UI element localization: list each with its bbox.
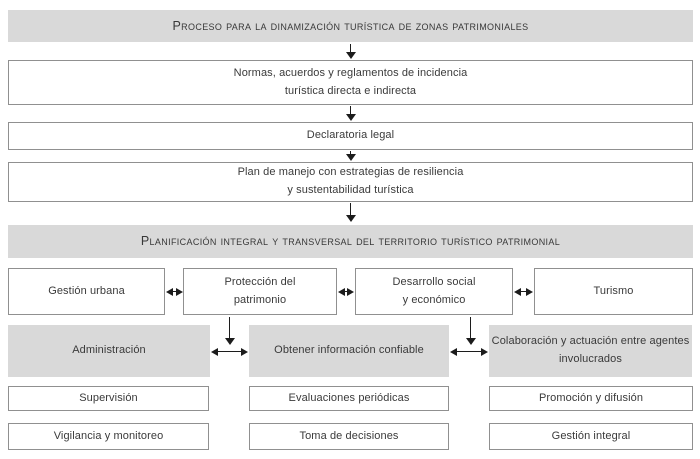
- down-arrow: [345, 44, 356, 59]
- management-informacion-confiable: Obtener información confiable: [249, 325, 449, 377]
- action-gestion-integral: Gestión integral: [489, 423, 693, 450]
- arrow-line: [350, 106, 351, 115]
- arrow-line: [350, 203, 351, 216]
- arrow-head-icon: [345, 114, 356, 121]
- pillar-turismo: Turismo: [534, 268, 693, 315]
- planning-header: Planificación integral y transversal del…: [8, 225, 693, 258]
- arrow-head-right-icon: [481, 347, 488, 356]
- normas-box: Normas, acuerdos y reglamentos de incide…: [8, 60, 693, 105]
- pillar-proteccion-patrimonio: Protección del patrimonio: [183, 268, 337, 315]
- arrow-head-icon: [345, 52, 356, 59]
- arrow-head-right-icon: [347, 287, 354, 296]
- arrow-head-icon: [465, 338, 476, 345]
- action-vigilancia: Vigilancia y monitoreo: [8, 423, 209, 450]
- down-arrow: [345, 203, 356, 222]
- double-arrow: [450, 346, 488, 357]
- arrow-line: [229, 317, 230, 339]
- arrow-head-left-icon: [166, 287, 173, 296]
- double-arrow: [211, 346, 248, 357]
- arrow-head-right-icon: [241, 347, 248, 356]
- down-arrow: [465, 317, 476, 345]
- plan-manejo-box: Plan de manejo con estrategias de resili…: [8, 162, 693, 202]
- down-arrow: [345, 151, 356, 161]
- process-header: Proceso para la dinamización turística d…: [8, 10, 693, 42]
- arrow-line: [170, 290, 179, 293]
- arrow-head-left-icon: [211, 347, 218, 356]
- arrow-line: [454, 350, 484, 353]
- double-arrow: [514, 286, 533, 297]
- pillar-gestion-urbana: Gestión urbana: [8, 268, 165, 315]
- arrow-head-icon: [345, 154, 356, 161]
- arrow-head-left-icon: [450, 347, 457, 356]
- action-supervision: Supervisión: [8, 386, 209, 411]
- action-toma-decisiones: Toma de decisiones: [249, 423, 449, 450]
- arrow-head-right-icon: [176, 287, 183, 296]
- double-arrow: [338, 286, 354, 297]
- pillar-desarrollo-social: Desarrollo social y económico: [355, 268, 513, 315]
- arrow-head-left-icon: [514, 287, 521, 296]
- arrow-head-right-icon: [526, 287, 533, 296]
- action-promocion: Promoción y difusión: [489, 386, 693, 411]
- down-arrow: [224, 317, 235, 345]
- management-colaboracion: Colaboración y actuación entre agentes i…: [489, 325, 692, 377]
- arrow-head-icon: [345, 215, 356, 222]
- arrow-line: [470, 317, 471, 339]
- down-arrow: [345, 106, 356, 121]
- action-evaluaciones: Evaluaciones periódicas: [249, 386, 449, 411]
- arrow-line: [518, 290, 529, 293]
- management-administracion: Administración: [8, 325, 210, 377]
- arrow-line: [350, 151, 351, 155]
- declaratoria-legal-box: Declaratoria legal: [8, 122, 693, 150]
- arrow-head-left-icon: [338, 287, 345, 296]
- arrow-line: [215, 350, 244, 353]
- arrow-line: [350, 44, 351, 53]
- arrow-head-icon: [224, 338, 235, 345]
- double-arrow: [166, 286, 183, 297]
- arrow-line: [342, 290, 350, 293]
